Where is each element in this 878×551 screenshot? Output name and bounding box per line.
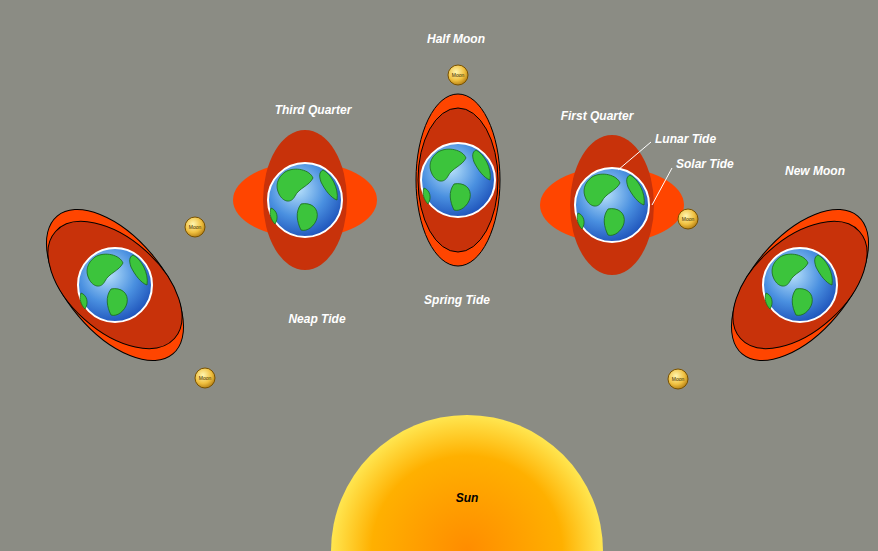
- diagram-label: First Quarter: [561, 110, 634, 123]
- moon-label: Moon: [199, 376, 212, 381]
- sun-label: Sun: [456, 491, 479, 505]
- earth-tides: [705, 185, 878, 385]
- diagram-label: Half Moon: [427, 33, 485, 46]
- leader-line: [652, 168, 672, 205]
- moon-circle: Moon: [194, 367, 216, 389]
- diagram-label: Third Quarter: [275, 104, 352, 117]
- moon-circle: Moon: [184, 216, 206, 238]
- earth-tides: [416, 94, 500, 266]
- moon-label: Moon: [672, 377, 685, 382]
- moon-label: Moon: [452, 73, 465, 78]
- diagram-label: Neap Tide: [288, 313, 345, 326]
- moon-label: Moon: [189, 225, 202, 230]
- sun-outline: [331, 415, 603, 551]
- sun-shape: Sun: [331, 415, 603, 551]
- diagram-label: Spring Tide: [424, 294, 490, 307]
- earth-tides: [233, 130, 377, 270]
- earth-tides: [540, 135, 684, 275]
- moon-circle: Moon: [677, 208, 699, 230]
- diagram-label: Lunar Tide: [655, 133, 716, 146]
- moon-circle: Moon: [447, 64, 469, 86]
- moon-label: Moon: [682, 217, 695, 222]
- moon-circle: Moon: [667, 368, 689, 390]
- earth-tides: [20, 185, 209, 385]
- diagram-label: Solar Tide: [676, 158, 734, 171]
- diagram-label: New Moon: [785, 165, 845, 178]
- leader-line: [618, 142, 651, 170]
